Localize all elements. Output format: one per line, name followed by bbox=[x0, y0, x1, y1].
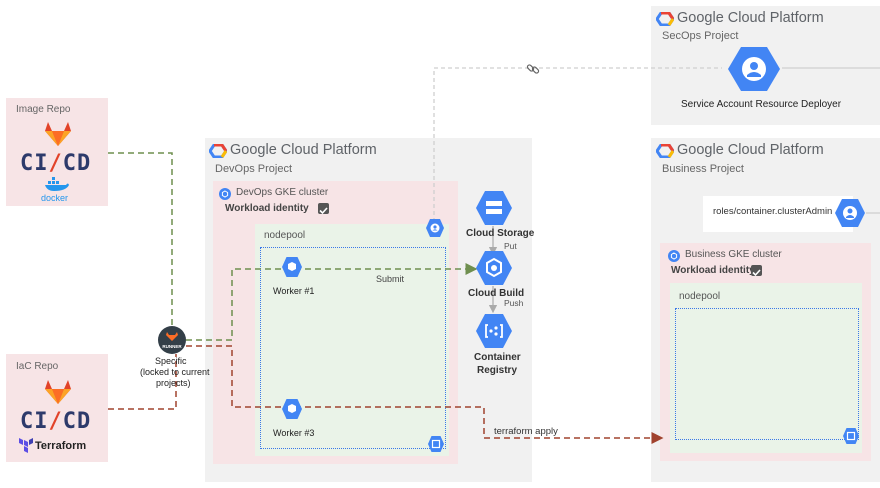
push-label: Push bbox=[504, 298, 524, 308]
business-cluster-label: Business GKE cluster bbox=[685, 249, 782, 260]
gcp-logo-icon bbox=[208, 143, 228, 159]
gke-icon bbox=[668, 249, 680, 262]
devops-cluster-label: DevOps GKE cluster bbox=[236, 187, 329, 198]
gitlab-icon bbox=[44, 121, 72, 147]
devops-project-label: DevOps Project bbox=[215, 163, 293, 175]
terraform-icon bbox=[18, 437, 34, 453]
runner-to-business-line bbox=[186, 345, 664, 444]
container-registry-icon bbox=[475, 313, 513, 349]
terraform-label: Terraform bbox=[35, 440, 87, 452]
image-repo-to-runner-line bbox=[108, 152, 173, 326]
workload-identity-check-icon bbox=[318, 203, 329, 215]
business-nodepool bbox=[670, 283, 862, 453]
terraform-apply-label: terraform apply bbox=[494, 426, 558, 437]
docker-label: docker bbox=[41, 193, 69, 203]
secops-project-label: SecOps Project bbox=[662, 30, 739, 42]
container-registry-label-1: Container bbox=[474, 352, 521, 363]
runner-line3: projects) bbox=[156, 378, 191, 388]
workload-identity-check-icon bbox=[751, 265, 762, 277]
cloud-build-label: Cloud Build bbox=[468, 288, 525, 299]
devops-nodepool-label: nodepool bbox=[264, 230, 306, 241]
worker3-label: Worker #3 bbox=[273, 428, 315, 438]
docker-icon bbox=[44, 177, 70, 192]
pod-icon bbox=[281, 398, 303, 420]
gitlab-icon bbox=[44, 379, 72, 405]
role-label: roles/container.clusterAdmin bbox=[713, 206, 833, 217]
gcp-logo-icon bbox=[655, 11, 675, 27]
service-account-label: Service Account Resource Deployer bbox=[681, 99, 842, 110]
cd-text: CD bbox=[62, 151, 92, 176]
container-registry-label-2: Registry bbox=[477, 365, 518, 376]
runner-line1: Specific bbox=[155, 356, 187, 366]
business-nodepool-dotted-area bbox=[675, 308, 859, 440]
cloud-storage-icon bbox=[475, 190, 513, 226]
ci-text: CI bbox=[20, 409, 49, 434]
secops-gcp-title: Google Cloud Platform bbox=[677, 10, 824, 26]
runner-icon: RUNNER bbox=[158, 326, 186, 354]
runner-line2: (locked to current bbox=[140, 367, 210, 377]
business-project-label: Business Project bbox=[662, 163, 744, 175]
devops-workload-identity: Workload identity bbox=[225, 203, 309, 214]
business-gcp-title: Google Cloud Platform bbox=[677, 142, 824, 158]
business-nodepool-label: nodepool bbox=[679, 291, 721, 302]
image-repo-title: Image Repo bbox=[16, 104, 71, 115]
iac-repo-cicd-logo: CI/CD bbox=[20, 409, 92, 434]
devops-nodepool-dotted-area bbox=[260, 247, 446, 449]
business-service-account-icon bbox=[834, 198, 866, 228]
service-account-icon bbox=[727, 45, 781, 93]
put-label: Put bbox=[504, 241, 517, 251]
business-workload-identity: Workload identity bbox=[671, 265, 755, 276]
cloud-build-icon bbox=[475, 250, 513, 286]
devops-service-account-icon bbox=[425, 218, 445, 238]
role-box bbox=[703, 196, 853, 232]
worker1-label: Worker #1 bbox=[273, 286, 315, 296]
gke-icon bbox=[219, 187, 231, 200]
cloud-storage-label: Cloud Storage bbox=[466, 228, 535, 239]
nodepool-icon bbox=[842, 427, 860, 445]
nodepool-icon bbox=[427, 435, 445, 453]
submit-label: Submit bbox=[376, 274, 405, 284]
service-account-link-line bbox=[433, 67, 722, 222]
ci-text: CI bbox=[20, 151, 49, 176]
iac-repo-to-runner-line bbox=[108, 354, 177, 410]
pod-icon bbox=[281, 256, 303, 278]
iac-repo-title: IaC Repo bbox=[16, 361, 59, 372]
cd-text: CD bbox=[62, 409, 92, 434]
image-repo-cicd-logo: CI/CD bbox=[20, 151, 92, 176]
link-icon bbox=[526, 62, 540, 76]
runner-badge-text: RUNNER bbox=[162, 344, 182, 349]
devops-gcp-title: Google Cloud Platform bbox=[230, 142, 377, 158]
runner-to-worker1-line bbox=[186, 263, 478, 341]
gcp-logo-icon bbox=[655, 143, 675, 159]
